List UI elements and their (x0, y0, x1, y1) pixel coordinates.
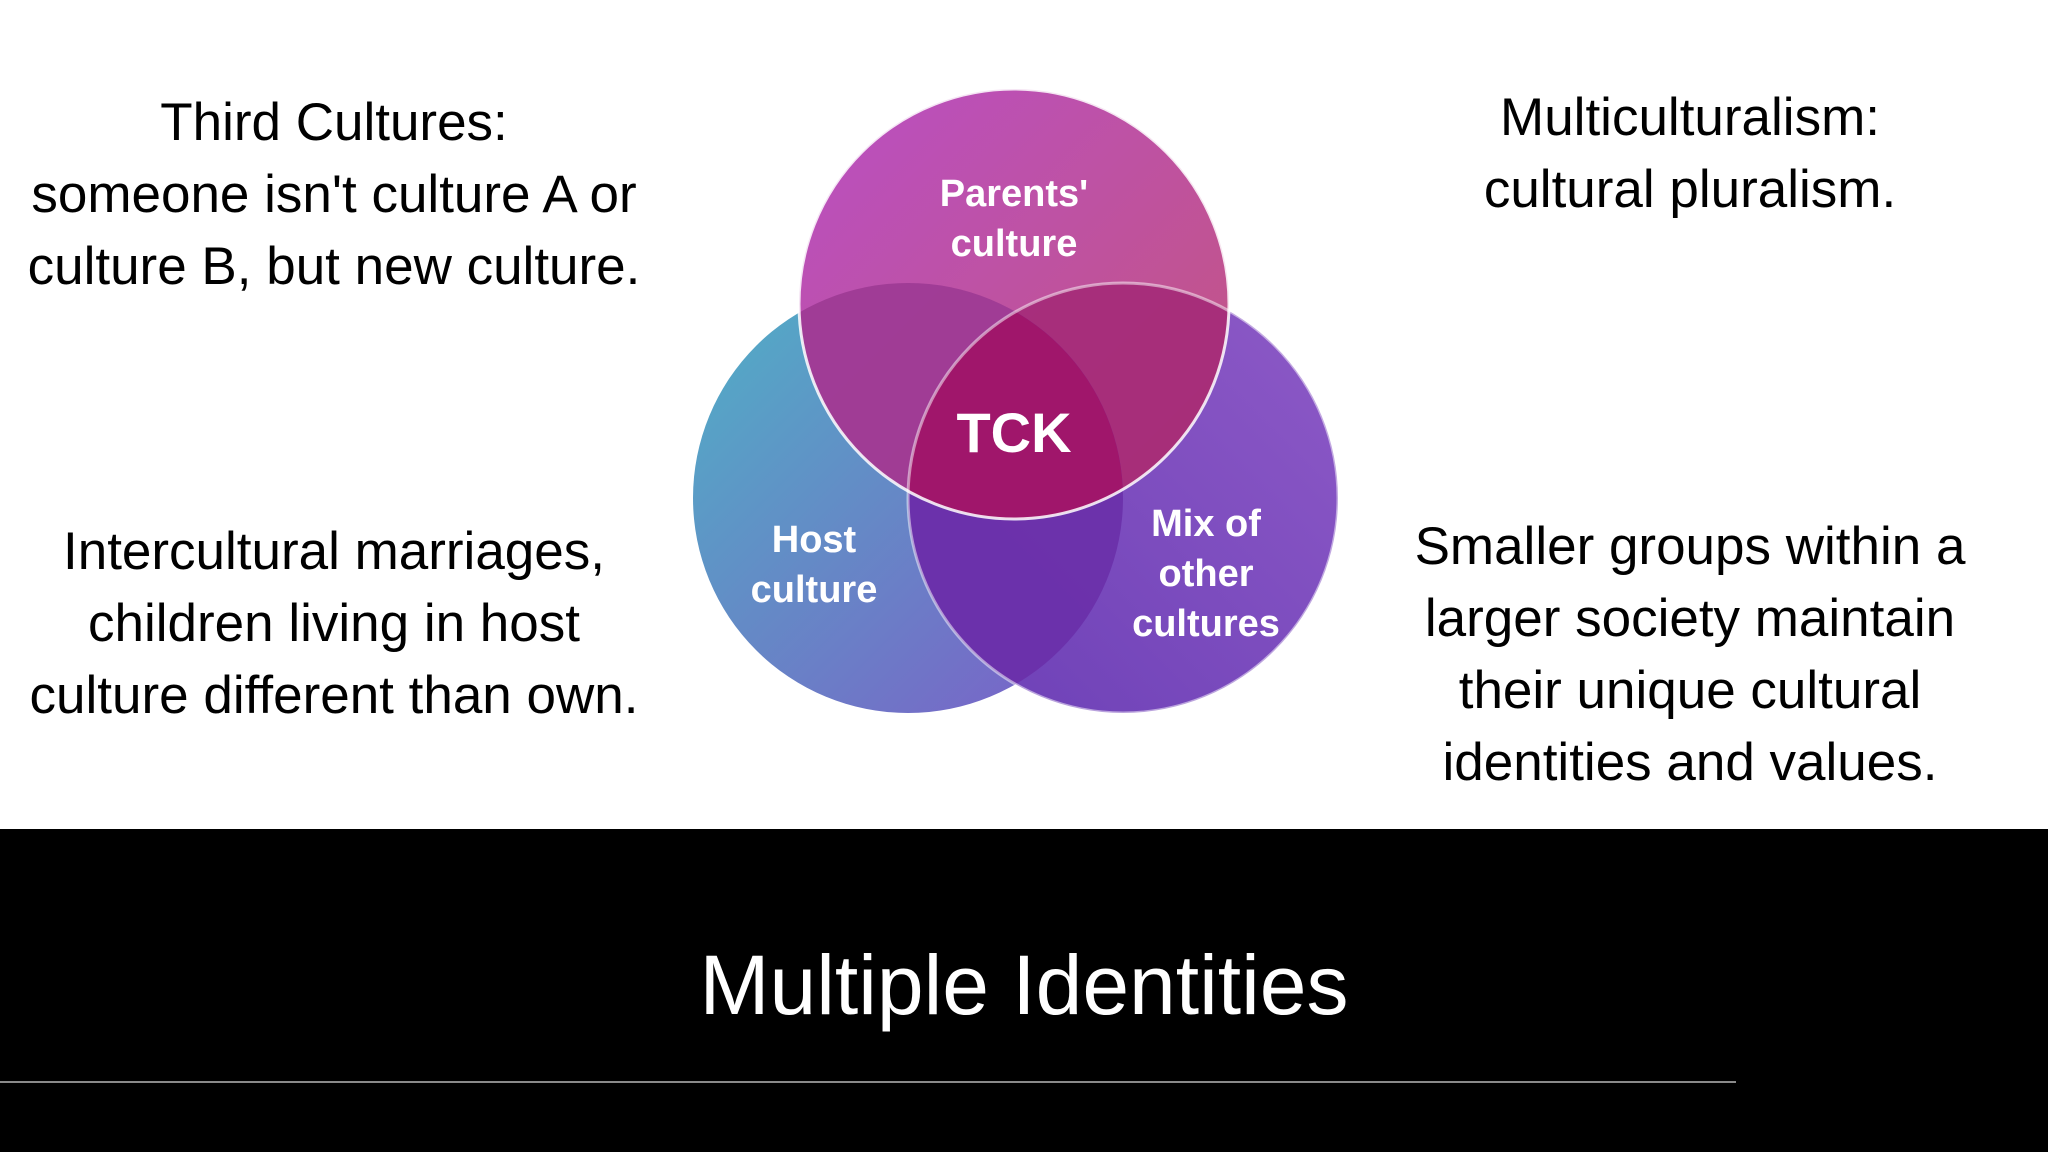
third-cultures-text: Third Cultures: someone isn't culture A … (0, 87, 668, 303)
mix-cultures-label: Mix of (1151, 503, 1261, 545)
intercultural-line: Intercultural marriages, (63, 522, 605, 581)
slide-title: Multiple Identities (699, 938, 1349, 1032)
host-culture-label: Host (772, 519, 857, 561)
mix-cultures-label: other (1159, 553, 1254, 595)
intercultural-text: Intercultural marriages, children living… (0, 516, 668, 732)
parents-culture-outline (797, 87, 1231, 521)
intercultural-line: children living in host (88, 594, 580, 653)
multiculturalism-text: Multiculturalism: cultural pluralism. (1390, 82, 1990, 226)
multiculturalism-line: cultural pluralism. (1483, 160, 1897, 219)
mix-cultures-label: cultures (1132, 603, 1280, 645)
smaller-groups-line: larger society maintain (1424, 589, 1956, 648)
parents-culture-label: culture (951, 223, 1078, 265)
host-culture-label: culture (751, 569, 878, 611)
parents-culture-label: Parents' (940, 173, 1088, 215)
intercultural-line: culture different than own. (29, 666, 639, 725)
third-cultures-line: someone isn't culture A or (31, 165, 637, 224)
title-underline-rule (0, 1081, 1736, 1083)
title-bar (0, 829, 2048, 1152)
smaller-groups-line: identities and values. (1442, 733, 1938, 792)
third-cultures-line: Third Cultures: (160, 93, 508, 152)
multiculturalism-line: Multiculturalism: (1500, 88, 1880, 147)
smaller-groups-line: their unique cultural (1458, 661, 1922, 720)
tck-center-label: TCK (956, 401, 1071, 464)
tck-venn-diagram: Parents' culture TCK Host culture Mix of… (693, 87, 1340, 715)
third-cultures-line: culture B, but new culture. (27, 237, 641, 296)
smaller-groups-line: Smaller groups within a (1414, 517, 1966, 576)
smaller-groups-text: Smaller groups within a larger society m… (1390, 511, 1990, 799)
mix-cultures-outline (906, 281, 1340, 715)
